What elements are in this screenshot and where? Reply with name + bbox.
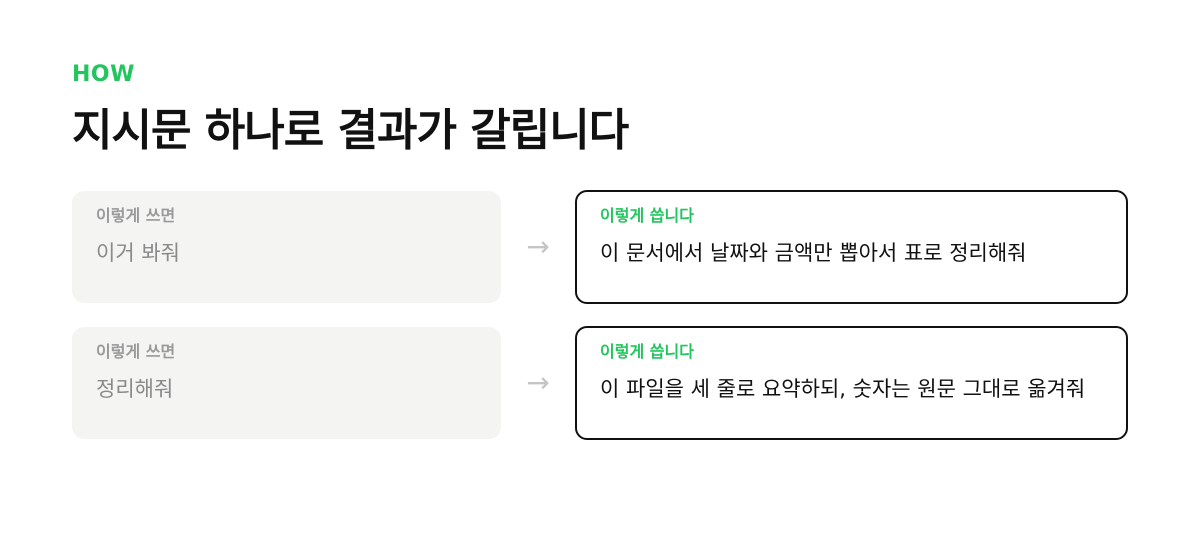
- good-example-text: 이 문서에서 날짜와 금액만 뽑아서 표로 정리해줘: [600, 241, 1027, 265]
- comparison-row: 이렇게 쓰면 정리해줘 → 이렇게 씁니다 이 파일을 세 줄로 요약하되, 숫…: [72, 326, 1128, 440]
- good-example-label: 이렇게 씁니다: [600, 206, 694, 225]
- comparison-row: 이렇게 쓰면 이거 봐줘 → 이렇게 씁니다 이 문서에서 날짜와 금액만 뽑아…: [72, 190, 1128, 304]
- good-example-card: 이렇게 씁니다 이 문서에서 날짜와 금액만 뽑아서 표로 정리해줘: [575, 190, 1128, 304]
- bad-example-text: 정리해줘: [96, 377, 174, 401]
- good-example-card: 이렇게 씁니다 이 파일을 세 줄로 요약하되, 숫자는 원문 그대로 옮겨줘: [575, 326, 1128, 440]
- arrow-right-icon: →: [526, 366, 550, 399]
- bad-example-card: 이렇게 쓰면 이거 봐줘: [72, 191, 502, 303]
- section-eyebrow: HOW: [72, 62, 135, 87]
- bad-example-label: 이렇게 쓰면: [96, 206, 176, 225]
- arrow-right-icon: →: [526, 230, 550, 263]
- good-example-text: 이 파일을 세 줄로 요약하되, 숫자는 원문 그대로 옮겨줘: [600, 377, 1086, 401]
- bad-example-card: 이렇게 쓰면 정리해줘: [72, 327, 502, 439]
- bad-example-label: 이렇게 쓰면: [96, 342, 176, 361]
- bad-example-text: 이거 봐줘: [96, 241, 180, 265]
- good-example-label: 이렇게 씁니다: [600, 342, 694, 361]
- comparison-list: 이렇게 쓰면 이거 봐줘 → 이렇게 씁니다 이 문서에서 날짜와 금액만 뽑아…: [72, 190, 1128, 440]
- page-title: 지시문 하나로 결과가 갈립니다: [72, 105, 629, 156]
